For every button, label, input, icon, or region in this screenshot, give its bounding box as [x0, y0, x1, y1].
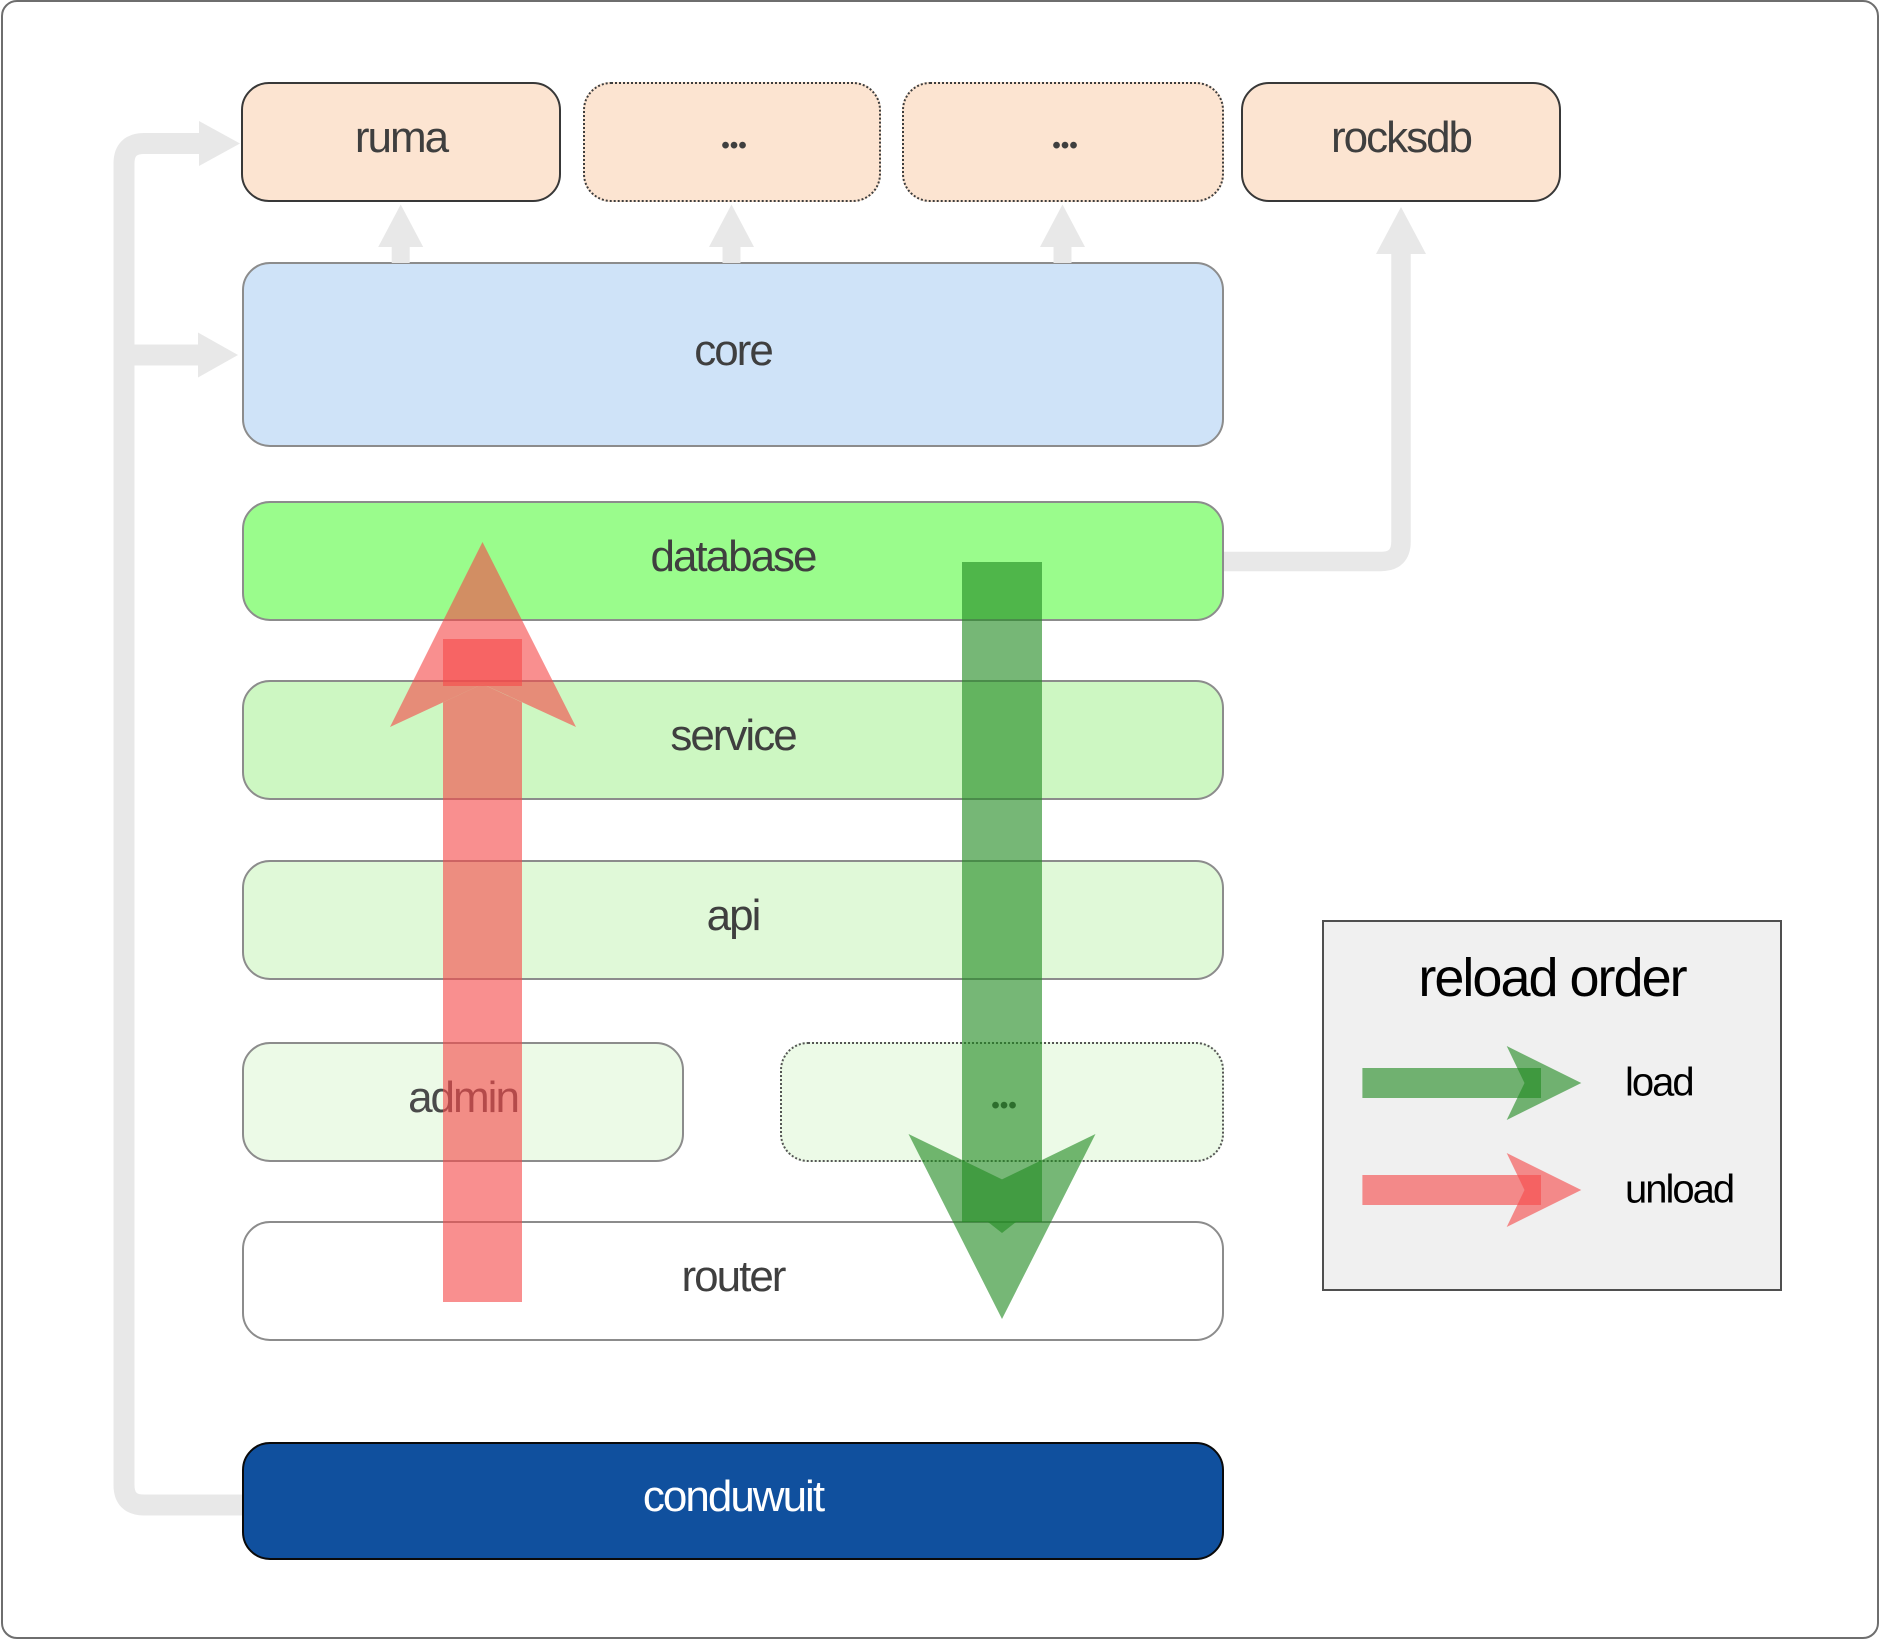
arrowhead-into-core — [198, 332, 238, 378]
core-to-ellipsis-2-arrow-shaft — [1053, 246, 1072, 263]
arrowhead-into-ruma — [199, 121, 240, 166]
unload-arrow-overlap-detail — [443, 639, 522, 686]
core-to-ellipsis-1-arrow-shaft — [722, 246, 741, 263]
legend-unload-arrowhead — [1506, 1153, 1582, 1227]
legend-load-arrowhead — [1506, 1046, 1582, 1120]
core-to-ruma-arrowhead — [378, 204, 424, 247]
box-ruma: ruma — [241, 82, 561, 202]
legend-unload-label: unload — [1625, 1167, 1735, 1212]
box-core: core — [242, 262, 1224, 447]
unload-arrow — [390, 542, 576, 1302]
core-to-ellipsis-1-arrowhead — [709, 204, 754, 247]
box-ellipsis-top-1: ... — [583, 82, 881, 202]
legend-load-arrow-shaft — [1362, 1068, 1541, 1098]
box-conduwuit-label: conduwuit — [642, 1472, 825, 1521]
legend-unload-arrow-shaft — [1362, 1175, 1541, 1205]
conduwuit-to-ruma-connector — [113, 133, 243, 1516]
load-arrow — [908, 562, 1096, 1319]
box-router: router — [242, 1221, 1224, 1341]
box-rocksdb: rocksdb — [1241, 82, 1561, 202]
dependency-arrowheads — [113, 121, 1426, 572]
core-to-ellipsis-2-arrow — [1040, 204, 1085, 263]
database-to-rocksdb-connector — [1224, 207, 1426, 572]
box-database: database — [242, 501, 1224, 621]
branch-to-core — [113, 344, 199, 366]
box-router-label: router — [681, 1252, 787, 1301]
box-conduwuit: conduwuit — [242, 1442, 1224, 1560]
load-arrow-tip-detail — [988, 1222, 1016, 1233]
box-api-label: api — [706, 891, 762, 940]
legend-load-arrow — [1362, 1046, 1582, 1120]
box-ellipsis-top-2-label: ... — [1050, 115, 1080, 157]
box-service-label: service — [670, 711, 797, 760]
unload-arrowhead — [390, 542, 576, 727]
box-api: api — [242, 860, 1224, 980]
box-database-label: database — [650, 532, 817, 581]
core-to-ruma-arrow — [378, 204, 424, 263]
dependency-connectors — [113, 133, 243, 1516]
database-to-rocksdb-line — [1224, 254, 1411, 572]
core-to-ellipsis-1-arrow — [709, 204, 754, 263]
core-to-ruma-arrow-shaft — [391, 246, 410, 263]
box-ruma-label: ruma — [354, 113, 449, 162]
legend-title: reload order — [1418, 948, 1687, 1008]
unload-arrow-shaft — [443, 684, 522, 1302]
box-core-label: core — [694, 325, 774, 375]
box-ellipsis-top-2: ... — [902, 82, 1224, 202]
box-ellipsis-top-1-label: ... — [719, 115, 749, 157]
core-to-ellipsis-2-arrowhead — [1040, 204, 1085, 247]
box-rocksdb-label: rocksdb — [1330, 113, 1473, 162]
legend-unload-arrow — [1362, 1153, 1582, 1227]
legend-load-label: load — [1625, 1060, 1695, 1105]
arrowhead-into-rocksdb — [1376, 207, 1426, 254]
legend-box — [1322, 920, 1782, 1291]
load-arrow-shaft — [962, 562, 1042, 1222]
